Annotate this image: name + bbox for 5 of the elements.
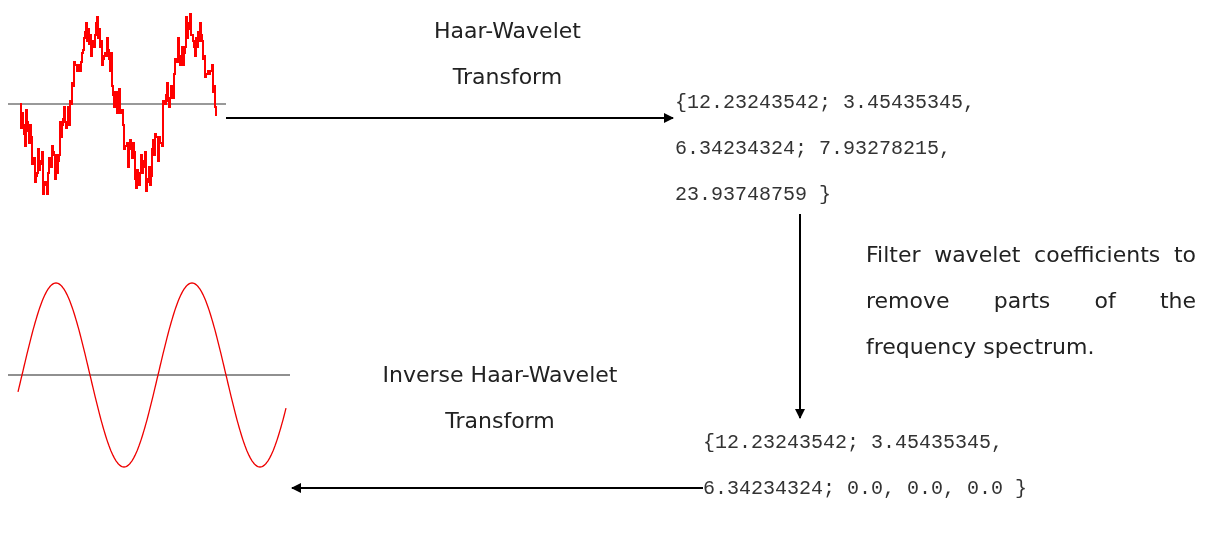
coefficient-list: {12.23243542; 3.45435345, 6.34234324; 7.93278215, 23.93748759 } — [675, 80, 1075, 214]
arrow — [795, 213, 805, 419]
arrow — [225, 113, 674, 123]
coefficient-list: {12.23243542; 3.45435345, 6.34234324; 0.0, 0.0, 0.0 } — [703, 420, 1103, 546]
arrow — [291, 483, 704, 493]
